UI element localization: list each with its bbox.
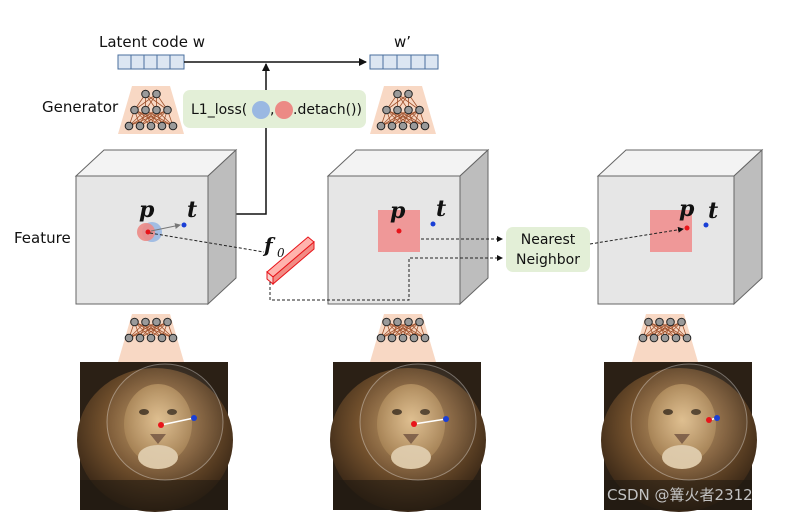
feature-to-latent-arrow [236,63,270,215]
handle-label: p [139,197,155,223]
loss-prefix: L1_loss( [191,102,247,118]
feature-map-cube: p t [74,148,238,306]
latent-vector-w [117,54,185,70]
handle-point [396,228,402,234]
handle-point [145,229,151,235]
lion-image [601,362,757,512]
generator-network-icon [632,314,698,362]
f0-label: f [262,233,276,257]
target-label: t [708,198,718,224]
loss-suffix: .detach()) [293,102,362,118]
handle-label: p [390,198,406,224]
l1-loss-box: L1_loss( , .detach()) [183,90,366,128]
feature-map-cube: p t [596,148,764,306]
red-feature-circle [275,101,293,119]
f0-feature-vector: f 0 [262,233,315,286]
latent-vector-w-prime [369,54,439,70]
nn-line2: Neighbor [516,252,580,268]
handle-point [684,225,690,231]
f0-subscript: 0 [277,246,285,260]
lion-image [77,362,233,512]
nn-to-handle-dash [589,226,684,245]
target-label: t [436,196,446,222]
target-point [703,222,709,228]
generator-network-icon [370,314,436,362]
feature-map-cube: p t [326,148,490,306]
generator-network-icon [370,86,436,134]
handle-label: p [679,196,695,222]
loss-comma: , [270,102,274,118]
generator-network-icon [118,86,184,134]
feature-label: Feature [14,229,71,247]
generator-network-icon [118,314,184,362]
lion-image [330,362,486,512]
motion-arrow [150,223,181,232]
f0-to-nn-dash [269,255,503,301]
watermark-text: CSDN @篝火者2312 [607,486,753,504]
handle-to-f0-dash [149,232,265,253]
target-label: t [187,197,197,223]
latent-code-label: Latent code w [99,33,205,51]
nn-line1: Nearest [521,232,576,248]
target-point [430,221,436,227]
nearest-neighbor-box: Nearest Neighbor [506,227,590,272]
w-prime-label: w’ [394,33,411,51]
blue-feature-circle [252,101,270,119]
generator-label: Generator [42,98,119,116]
target-point [181,222,187,228]
